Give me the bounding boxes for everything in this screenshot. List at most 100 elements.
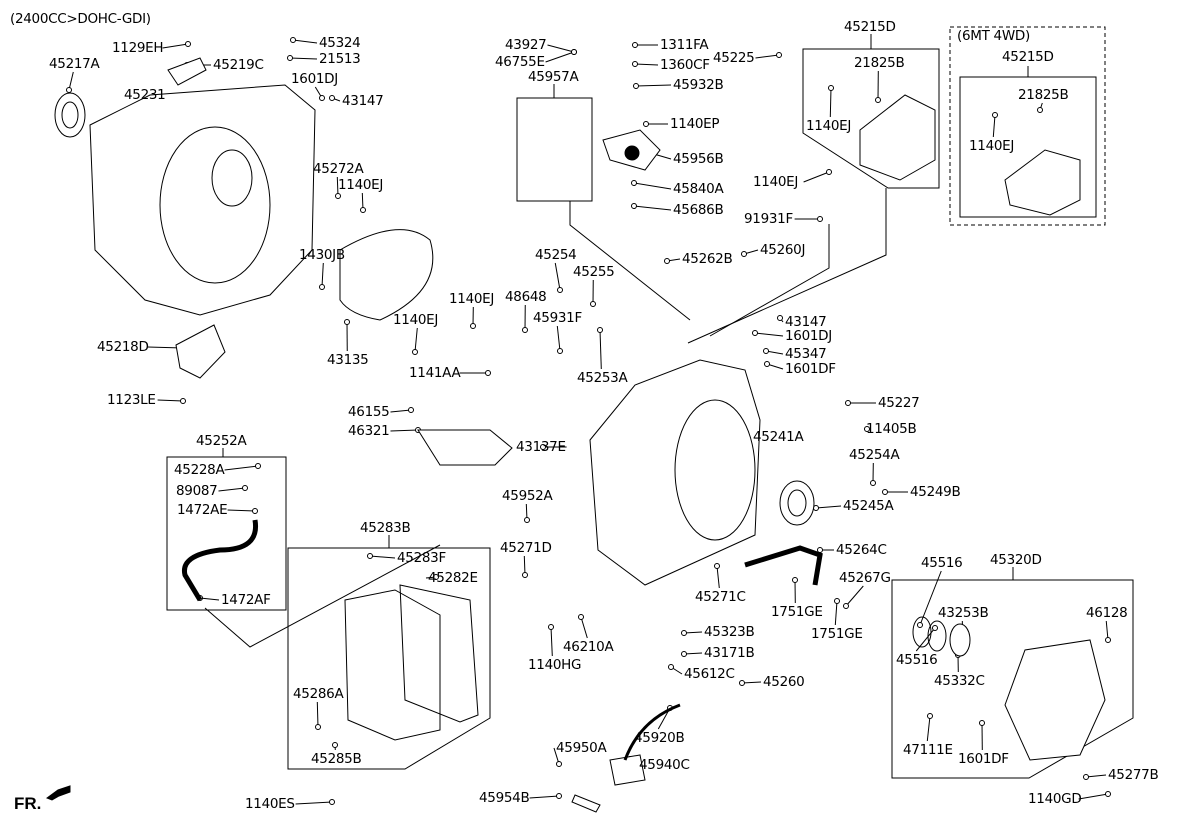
fastener-icon <box>186 42 191 47</box>
leader-line <box>1079 794 1108 799</box>
part-number-label[interactable]: 45277B <box>1108 767 1159 783</box>
part-number-label[interactable]: 45241A <box>753 429 804 445</box>
part-number-label[interactable]: 45840A <box>673 181 724 197</box>
part-number-label[interactable]: 45347 <box>785 346 827 362</box>
part-number-label[interactable]: 1751GE <box>771 604 823 620</box>
part-number-label[interactable]: 1360CF <box>660 57 710 73</box>
part-number-label[interactable]: 45262B <box>682 251 733 267</box>
part-number-label[interactable]: 1129EH <box>112 40 164 56</box>
part-number-label[interactable]: 45286A <box>293 686 344 702</box>
group-number-label[interactable]: 45252A <box>196 433 247 449</box>
part-number-label[interactable]: 45217A <box>49 56 100 72</box>
part-number-label[interactable]: 46321 <box>348 423 390 439</box>
part-number-label[interactable]: 21825B <box>1018 87 1069 103</box>
part-number-label[interactable]: 1123LE <box>107 392 156 408</box>
part-number-label[interactable]: 21513 <box>319 51 361 67</box>
part-number-label[interactable]: 1430JB <box>299 247 345 263</box>
part-number-label[interactable]: 1140GD <box>1028 791 1082 807</box>
part-number-label[interactable]: 45228A <box>174 462 225 478</box>
group-number-label[interactable]: 45957A <box>528 69 579 85</box>
part-number-label[interactable]: 45245A <box>843 498 894 514</box>
part-number-label[interactable]: 45931F <box>533 310 582 326</box>
part-number-label[interactable]: 46755E <box>495 54 545 70</box>
part-number-label[interactable]: 45227 <box>878 395 920 411</box>
part-number-label[interactable]: 45324 <box>319 35 361 51</box>
part-number-label[interactable]: 1140HG <box>528 657 582 673</box>
group-number-label[interactable]: 45215D <box>1002 49 1054 65</box>
part-number-label[interactable]: 45253A <box>577 370 628 386</box>
part-number-label[interactable]: 45952A <box>502 488 553 504</box>
part-number-label[interactable]: 1751GE <box>811 626 863 642</box>
part-number-label[interactable]: 45255 <box>573 264 615 280</box>
part-number-label[interactable]: 45323B <box>704 624 755 640</box>
part-number-label[interactable]: 45940C <box>639 757 690 773</box>
part-number-label[interactable]: 43171B <box>704 645 755 661</box>
part-number-label[interactable]: 1140EP <box>670 116 720 132</box>
part-number-label[interactable]: 45272A <box>313 161 364 177</box>
part-number-label[interactable]: 45260 <box>763 674 805 690</box>
part-number-label[interactable]: 1311FA <box>660 37 709 53</box>
part-number-label[interactable]: 1601DF <box>958 751 1009 767</box>
part-number-label[interactable]: 11405B <box>866 421 917 437</box>
part-number-label[interactable]: 46210A <box>563 639 614 655</box>
part-number-label[interactable]: 45954B <box>479 790 530 806</box>
part-number-label[interactable]: 45271C <box>695 589 746 605</box>
part-number-label[interactable]: 47111E <box>903 742 953 758</box>
part-number-label[interactable]: 45254A <box>849 447 900 463</box>
part-number-label[interactable]: 45282E <box>428 570 478 586</box>
part-number-label[interactable]: 45920B <box>634 730 685 746</box>
part-number-label[interactable]: 1601DJ <box>291 71 338 87</box>
part-number-label[interactable]: 1140EJ <box>338 177 384 193</box>
leader-line <box>927 716 930 741</box>
part-number-label[interactable]: 1472AF <box>221 592 271 608</box>
part-number-label[interactable]: 45283F <box>397 550 446 566</box>
part-number-label[interactable]: 48648 <box>505 289 547 305</box>
part-number-label[interactable]: 45218D <box>97 339 149 355</box>
part-number-label[interactable]: 46128 <box>1086 605 1128 621</box>
part-number-label[interactable]: 1472AE <box>177 502 228 518</box>
part-number-label[interactable]: 89087 <box>176 483 218 499</box>
part-number-label[interactable]: 43253B <box>938 605 989 621</box>
part-number-label[interactable]: 45219C <box>213 57 264 73</box>
part-number-label[interactable]: 43147 <box>342 93 384 109</box>
part-number-label[interactable]: 1140EJ <box>806 118 852 134</box>
part-number-label[interactable]: 45267G <box>839 570 891 586</box>
part-number-label[interactable]: 1141AA <box>409 365 461 381</box>
part-number-label[interactable]: 43135 <box>327 352 369 368</box>
part-number-label[interactable]: 21825B <box>854 55 905 71</box>
part-number-label[interactable]: 45516 <box>921 555 963 571</box>
part-number-label[interactable]: 43147 <box>785 314 827 330</box>
part-number-label[interactable]: 1140EJ <box>393 312 439 328</box>
part-number-label[interactable]: 45932B <box>673 77 724 93</box>
part-number-label[interactable]: 45686B <box>673 202 724 218</box>
group-number-label[interactable]: 45320D <box>990 552 1042 568</box>
fastener-icon <box>541 445 546 450</box>
part-number-label[interactable]: 45285B <box>311 751 362 767</box>
leader-line <box>524 556 525 575</box>
part-number-label[interactable]: 45612C <box>684 666 735 682</box>
part-number-label[interactable]: 1140ES <box>245 796 295 812</box>
leader-line <box>804 172 829 182</box>
part-number-label[interactable]: 1140EJ <box>969 138 1015 154</box>
part-number-label[interactable]: 1601DF <box>785 361 836 377</box>
part-number-label[interactable]: 45260J <box>760 242 806 258</box>
part-number-label[interactable]: 1601DJ <box>785 328 832 344</box>
group-number-label[interactable]: 45215D <box>844 19 896 35</box>
part-number-label[interactable]: 45516 <box>896 652 938 668</box>
part-number-label[interactable]: 46155 <box>348 404 390 420</box>
part-number-label[interactable]: 45956B <box>673 151 724 167</box>
part-number-label[interactable]: 45231 <box>124 87 166 103</box>
part-number-label[interactable]: 43137E <box>516 439 566 455</box>
part-number-label[interactable]: 1140EJ <box>449 291 495 307</box>
part-number-label[interactable]: 1140EJ <box>753 174 799 190</box>
part-number-label[interactable]: 45950A <box>556 740 607 756</box>
part-number-label[interactable]: 45264C <box>836 542 887 558</box>
part-number-label[interactable]: 91931F <box>744 211 793 227</box>
part-number-label[interactable]: 45332C <box>934 673 985 689</box>
part-number-label[interactable]: 43927 <box>505 37 547 53</box>
group-number-label[interactable]: 45283B <box>360 520 411 536</box>
part-number-label[interactable]: 45271D <box>500 540 552 556</box>
part-number-label[interactable]: 45249B <box>910 484 961 500</box>
part-number-label[interactable]: 45225 <box>713 50 755 66</box>
part-number-label[interactable]: 45254 <box>535 247 577 263</box>
